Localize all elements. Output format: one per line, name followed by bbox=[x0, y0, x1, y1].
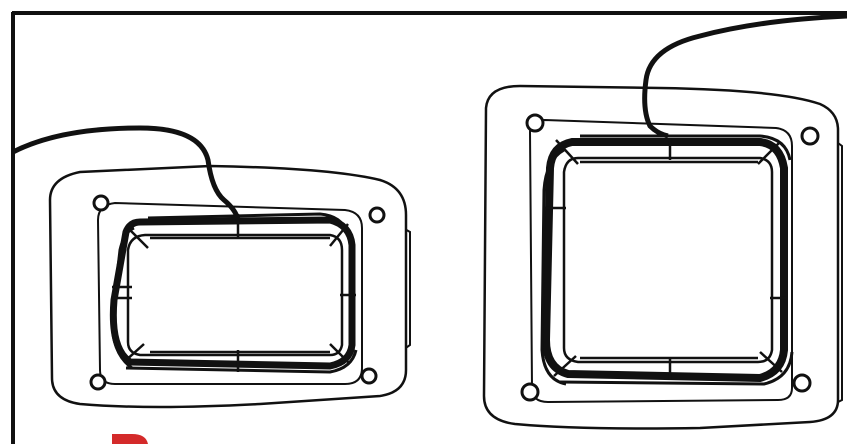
large-mount bbox=[482, 84, 843, 430]
small-mount bbox=[48, 164, 411, 409]
large-mount-cable-coil bbox=[540, 134, 794, 386]
red-letter-fragment bbox=[112, 434, 148, 444]
small-mount-cable bbox=[11, 125, 241, 221]
large-mount-screw-hole bbox=[792, 373, 812, 393]
large-mount-screw-hole bbox=[525, 113, 545, 133]
small-mount-screw-hole bbox=[368, 206, 386, 224]
large-mount-screw-hole bbox=[520, 382, 540, 402]
small-mount-screw-hole bbox=[89, 373, 107, 391]
small-mount-screw-hole bbox=[360, 367, 378, 385]
small-mount-ribs bbox=[112, 214, 356, 372]
small-mount-screw-hole bbox=[92, 194, 110, 212]
border-frame bbox=[11, 11, 847, 444]
large-mount-cable bbox=[642, 13, 847, 139]
large-mount-opening bbox=[562, 156, 774, 364]
small-mount-opening bbox=[126, 233, 344, 357]
large-mount-screw-hole bbox=[800, 126, 820, 146]
large-mount-ribs bbox=[544, 138, 786, 380]
